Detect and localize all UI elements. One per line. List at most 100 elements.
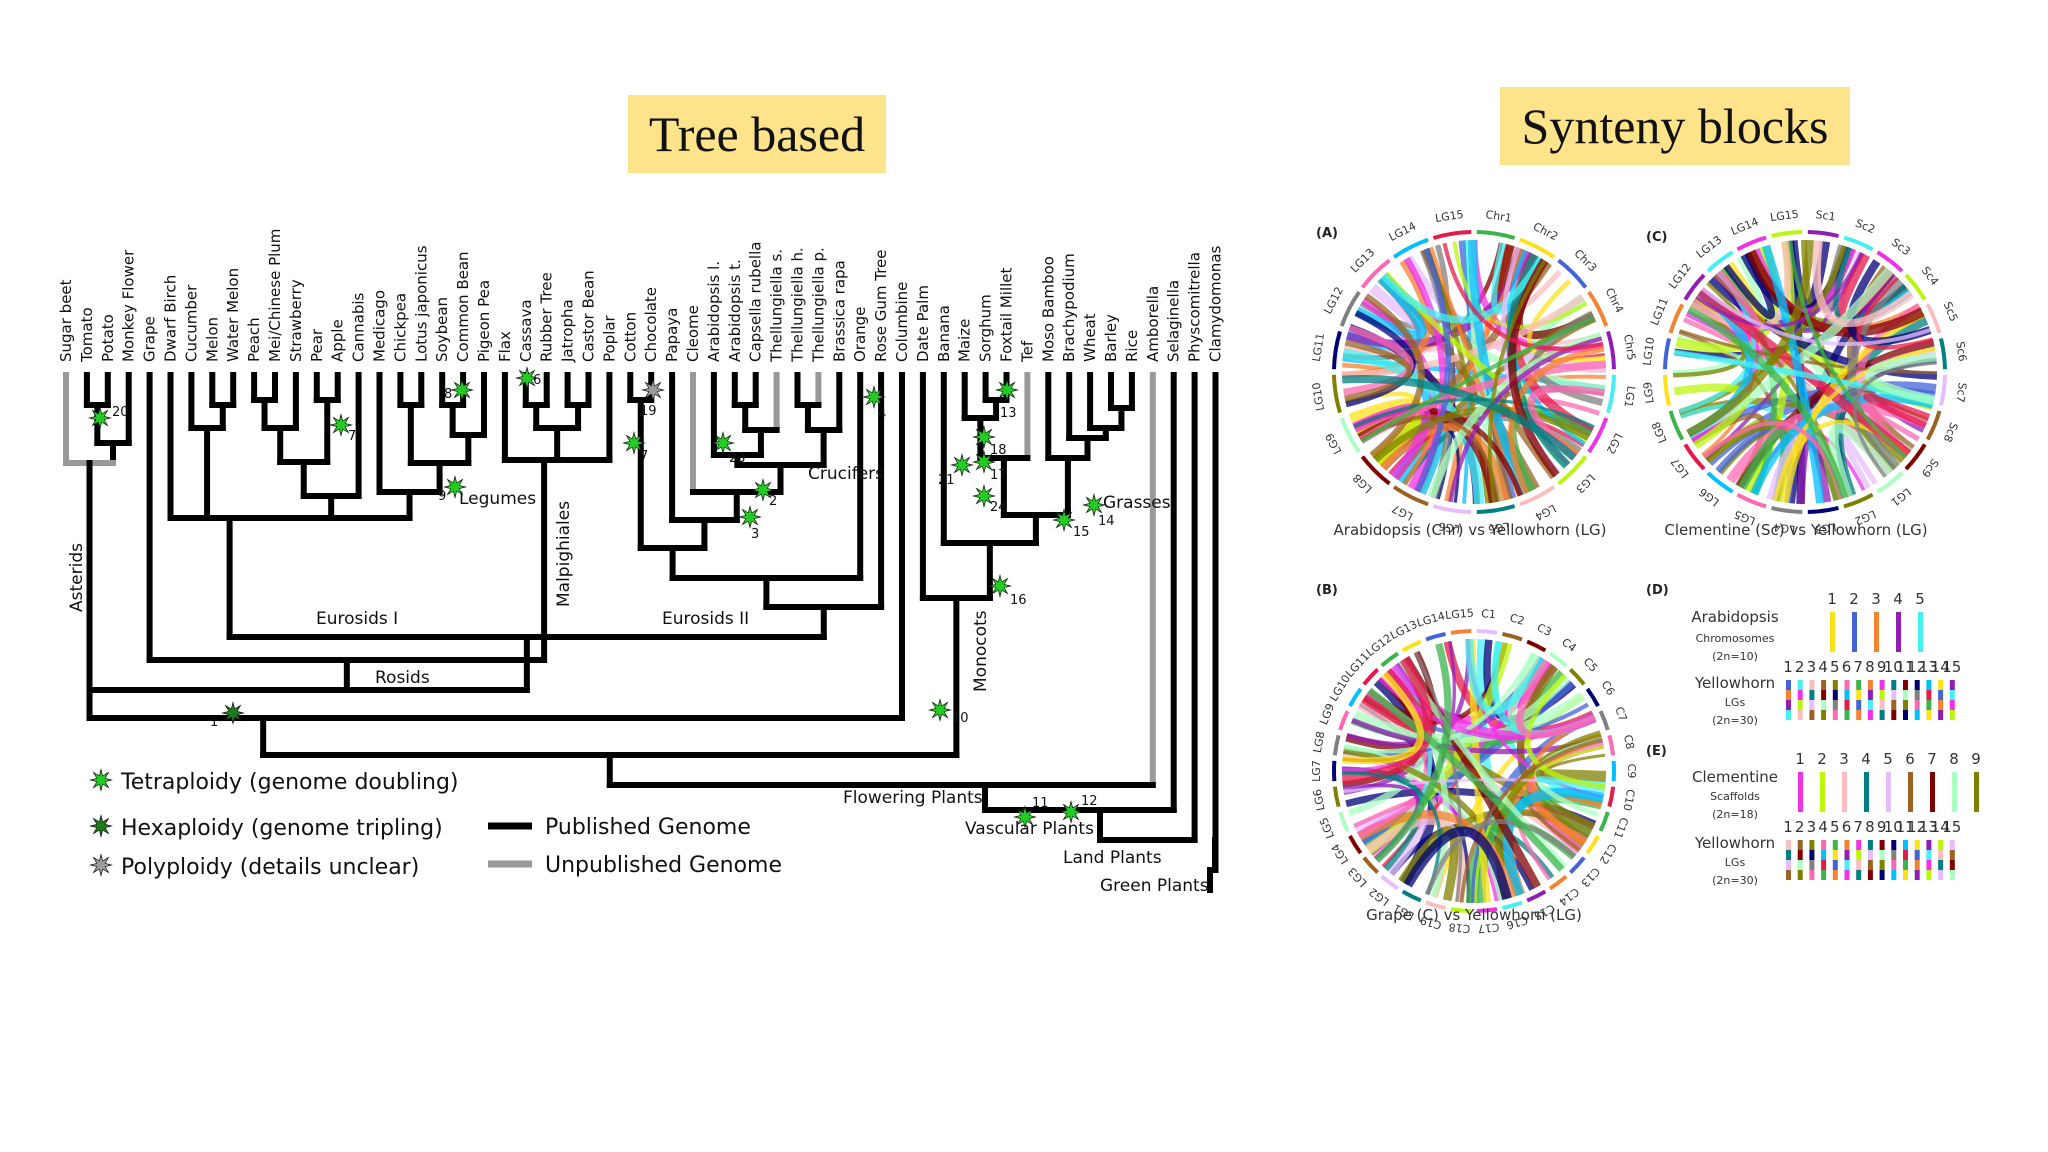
yellowhorn-lg-d-bar-seg [1938,680,1944,690]
panel-b-label: (B) [1316,583,1338,598]
karyotype-segment [1904,443,1927,471]
synteny-ribbon [1695,251,1864,328]
yellowhorn-lg-d-bar-seg [1786,680,1791,690]
panel-c-caption: Clementine (Sc) vs Yellowhorn (LG) [1664,521,1927,539]
yellowhorn-lg-e-bar-seg [1786,860,1791,870]
yellowhorn-lg-d-bar-seg [1879,710,1885,720]
event-number: 6 [533,373,541,388]
polyploidy-event-star-core [931,701,949,719]
yellowhorn-lg-e-bar-seg [1903,840,1908,850]
yellowhorn-lg-e-bar-seg [1926,860,1932,870]
karyotype-segment [1502,631,1523,642]
synteny-ribbon [1424,819,1577,896]
tree-based-title: Tree based [628,95,886,173]
legend-published-label: Published Genome [545,815,751,840]
taxon-label: Cassava [517,299,535,362]
synteny-ribbon [1341,375,1577,461]
yellowhorn-lg-e-bar-seg [1926,870,1932,880]
synteny-ribbon [1750,393,1934,496]
karyotype-label: Sc6 [1953,341,1969,363]
yellowhorn-lg-e-bar-seg [1867,870,1873,880]
yellowhorn-lg-e-bar-seg [1832,840,1838,850]
synteny-ribbon [1773,346,1936,502]
yellowhorn-lg-d-bar-seg [1786,700,1791,710]
panel-d-row2-title: Yellowhorn [1694,674,1775,692]
synteny-ribbon [1452,241,1588,329]
polyploidy-event-star-core [975,487,993,505]
karyotype-segment [1668,410,1685,441]
taxon-label: Barley [1102,314,1120,362]
karyotype-label: Sc2 [1854,217,1877,237]
synteny-ribbon [1343,652,1536,754]
arabidopsis-chromosome-number: 3 [1871,590,1881,608]
yellowhorn-lg-e-bar-seg [1844,860,1850,870]
yellowhorn-lg-d-bar-seg [1926,710,1932,720]
taxon-label: Thellungiella s. [768,249,786,363]
polyploidy-event-star-core [518,369,536,387]
event-number: 11 [1032,796,1049,811]
karyotype-label: LG14 [1415,609,1446,629]
clade-eurosids-ii: Eurosids II [662,609,749,629]
karyotype-label: LG15 [1769,208,1799,225]
yellowhorn-lg-d-bar-seg [1926,680,1932,690]
karyotype-label: LG12 [1666,261,1694,292]
clementine-scaffold-bar [1820,772,1825,812]
karyotype-label: LG8 [1350,471,1375,496]
yellowhorn-lg-d-bar-seg [1938,700,1944,710]
karyotype-label: LG1 [1621,385,1637,408]
yellowhorn-lg-e-bar-seg [1867,850,1873,860]
polyploidy-event-star-core [741,508,759,526]
karyotype-label: Sc5 [1941,300,1961,323]
karyotype-segment [1360,455,1391,486]
karyotype-segment [1519,485,1556,507]
karyotype-label: LG11 [1310,332,1327,362]
taxon-label: Chocolate [642,287,660,362]
yellowhorn-lg-d-bar-seg [1856,710,1862,720]
synteny-ribbon [1374,642,1452,863]
karyotype-segment [1348,834,1363,855]
legend-hexaploidy-label: Hexaploidy (genome tripling) [121,816,443,841]
clementine-scaffold-bar [1842,772,1847,812]
yellowhorn-lg-e-bar-seg [1844,870,1850,880]
karyotype-label: Sc3 [1889,236,1913,259]
yellowhorn-lg-d-bar-seg [1903,680,1908,690]
event-number: 2 [769,494,777,509]
yellowhorn-lg-e-bar-seg [1938,850,1944,860]
karyotype-label: C1 [1481,607,1497,621]
karyotype-label: Chr2 [1531,220,1560,243]
karyotype-segment [1401,639,1422,653]
karyotype-label: LG2 [1367,885,1392,908]
yellowhorn-lg-d-bar-seg [1867,690,1873,700]
karyotype-label: LG4 [1533,502,1558,523]
karyotype-label: LG7 [1390,502,1415,523]
taxon-label: Moso Bamboo [1039,256,1057,362]
legend-polyploidy-label: Polyploidy (details unclear) [121,855,419,880]
karyotype-segment [1332,786,1341,808]
yellowhorn-lg-e-bar-seg [1926,840,1932,850]
karyotype-segment [1476,629,1498,635]
taxon-label: Flax [496,331,514,362]
legend-tetraploidy-star-core [92,771,110,789]
synteny-ribbon [1535,769,1607,783]
karyotype-label: LG5 [1487,519,1510,535]
yellowhorn-lg-e-bar-seg [1821,850,1827,860]
karyotype-label: LG15 [1445,606,1475,622]
karyotype-segment [1663,374,1672,407]
karyotype-label: LG10 [1641,336,1658,366]
taxon-label: Wheat [1081,313,1099,362]
taxon-label: Banana [935,305,953,362]
yellowhorn-lg-e-bar-seg [1903,850,1908,860]
event-number: 1 [210,715,218,730]
yellowhorn-lg-e-bar-seg [1879,860,1885,870]
panel-e-label: (E) [1646,744,1667,759]
yellowhorn-lg-e-bar-seg [1821,860,1827,870]
yellowhorn-lg-e-bar-seg [1914,840,1920,850]
clementine-scaffold-bar [1974,772,1979,812]
synteny-ribbon [1364,293,1425,459]
yellowhorn-lg-d-bar-seg [1844,680,1850,690]
yellowhorn-lg-d-bar-seg [1938,710,1944,720]
karyotype-segment [1392,237,1429,259]
taxon-label: Sugar beet [57,279,75,362]
yellowhorn-lg-e-bar-seg [1809,840,1815,850]
